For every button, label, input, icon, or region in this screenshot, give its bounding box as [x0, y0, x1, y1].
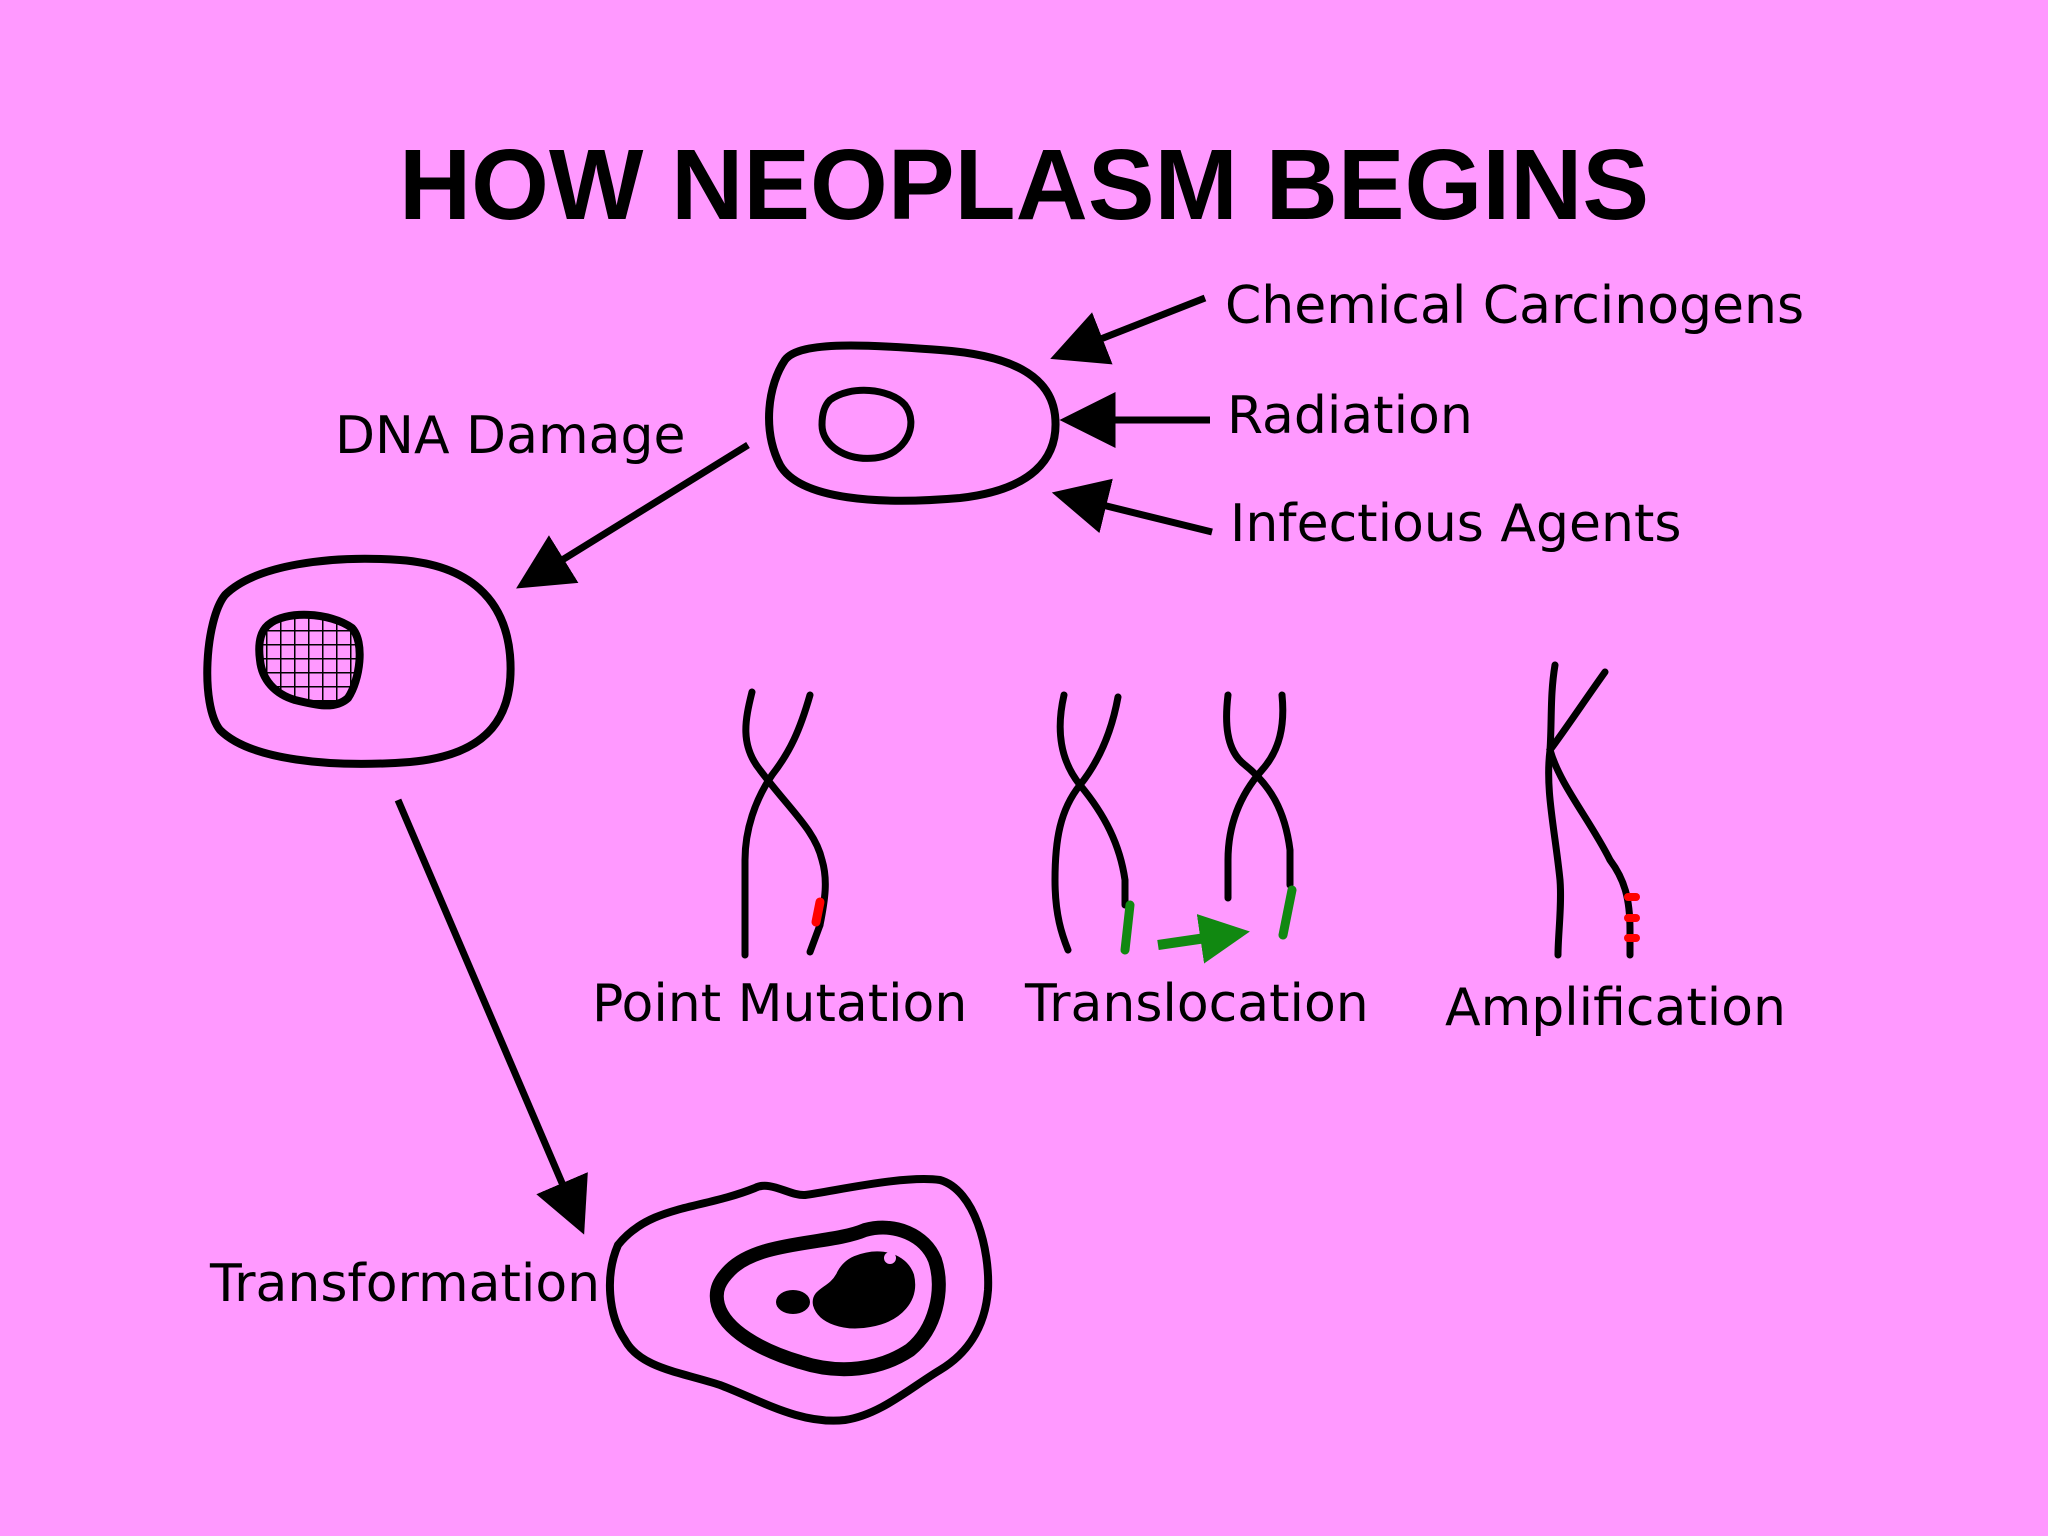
chromosome-translocation-left	[1051, 691, 1129, 954]
translocation-mark-left	[1120, 900, 1135, 955]
label-dna-damage: DNA Damage	[335, 406, 686, 466]
label-translocation: Translocation	[1025, 974, 1369, 1034]
translocation-mark-right	[1278, 885, 1297, 940]
arrow-dna-damage	[516, 442, 750, 589]
chromosome-amplification	[1545, 661, 1640, 959]
arrow-infectious-agents	[1051, 478, 1213, 536]
normal-cell-membrane	[765, 341, 1060, 505]
transformed-cell-chromatin	[776, 1290, 810, 1314]
label-radiation: Radiation	[1227, 386, 1473, 446]
label-point-mutation: Point Mutation	[592, 974, 968, 1034]
chromosome-point-mutation	[741, 688, 829, 959]
arrow-chemical-carcinogens	[1050, 294, 1207, 365]
chromosome-translocation-right	[1223, 691, 1294, 902]
transformed-cell	[606, 1175, 993, 1425]
label-amplification: Amplification	[1445, 978, 1786, 1038]
damaged-cell-nucleus	[255, 610, 364, 710]
damaged-cell	[203, 554, 515, 768]
point-mutation-mark	[811, 897, 825, 927]
label-transformation: Transformation	[210, 1254, 601, 1314]
label-chemical-carcinogens: Chemical Carcinogens	[1225, 276, 1805, 336]
slide-title: HOW NEOPLASM BEGINS	[398, 129, 1650, 241]
translocation-arrow	[1157, 914, 1250, 964]
arrow-transformation	[394, 798, 588, 1235]
transformed-cell-nucleus-outer	[709, 1220, 946, 1377]
damaged-cell-membrane	[203, 554, 515, 768]
label-infectious-agents: Infectious Agents	[1230, 494, 1682, 554]
normal-cell-nucleus	[818, 386, 915, 462]
transformed-cell-nucleolus	[884, 1252, 896, 1264]
normal-cell	[765, 341, 1060, 505]
transformed-cell-nucleus-inner	[812, 1251, 916, 1329]
transformed-cell-membrane	[606, 1175, 993, 1425]
